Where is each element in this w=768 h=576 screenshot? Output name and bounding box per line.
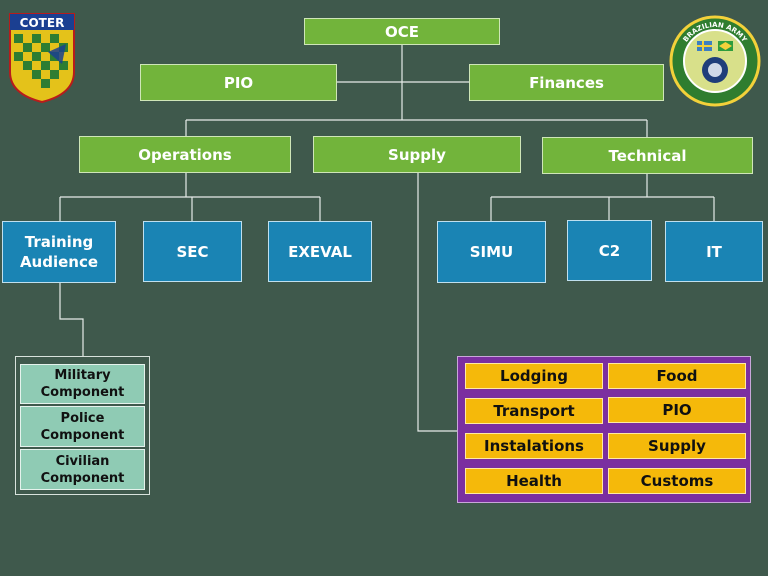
civilian-component-box: Civilian Component bbox=[20, 449, 145, 490]
pio-box: PIO bbox=[140, 64, 337, 101]
transport-box: Transport bbox=[465, 398, 603, 424]
components-panel bbox=[15, 356, 150, 495]
instalations-box: Instalations bbox=[465, 433, 603, 459]
it-box: IT bbox=[665, 221, 763, 282]
supply-item-box: Supply bbox=[608, 433, 746, 459]
police-component-box: Police Component bbox=[20, 406, 145, 447]
coter-logo: COTER bbox=[8, 12, 76, 104]
technical-box: Technical bbox=[542, 137, 753, 174]
finances-box: Finances bbox=[469, 64, 664, 101]
svg-text:COTER: COTER bbox=[20, 16, 65, 30]
operations-box: Operations bbox=[79, 136, 291, 173]
supply-box: Supply bbox=[313, 136, 521, 173]
lodging-box: Lodging bbox=[465, 363, 603, 389]
military-component-box: Military Component bbox=[20, 364, 145, 404]
health-box: Health bbox=[465, 468, 603, 494]
sec-box: SEC bbox=[143, 221, 242, 282]
exeval-box: EXEVAL bbox=[268, 221, 372, 282]
pio-supply-box: PIO bbox=[608, 397, 746, 423]
brazilian-army-badge-logo: BRAZILIAN ARMY bbox=[669, 15, 761, 107]
oce-box: OCE bbox=[304, 18, 500, 45]
c2-box: C2 bbox=[567, 220, 652, 281]
customs-box: Customs bbox=[608, 468, 746, 494]
food-box: Food bbox=[608, 363, 746, 389]
training-audience-box: Training Audience bbox=[2, 221, 116, 283]
simu-box: SIMU bbox=[437, 221, 546, 283]
